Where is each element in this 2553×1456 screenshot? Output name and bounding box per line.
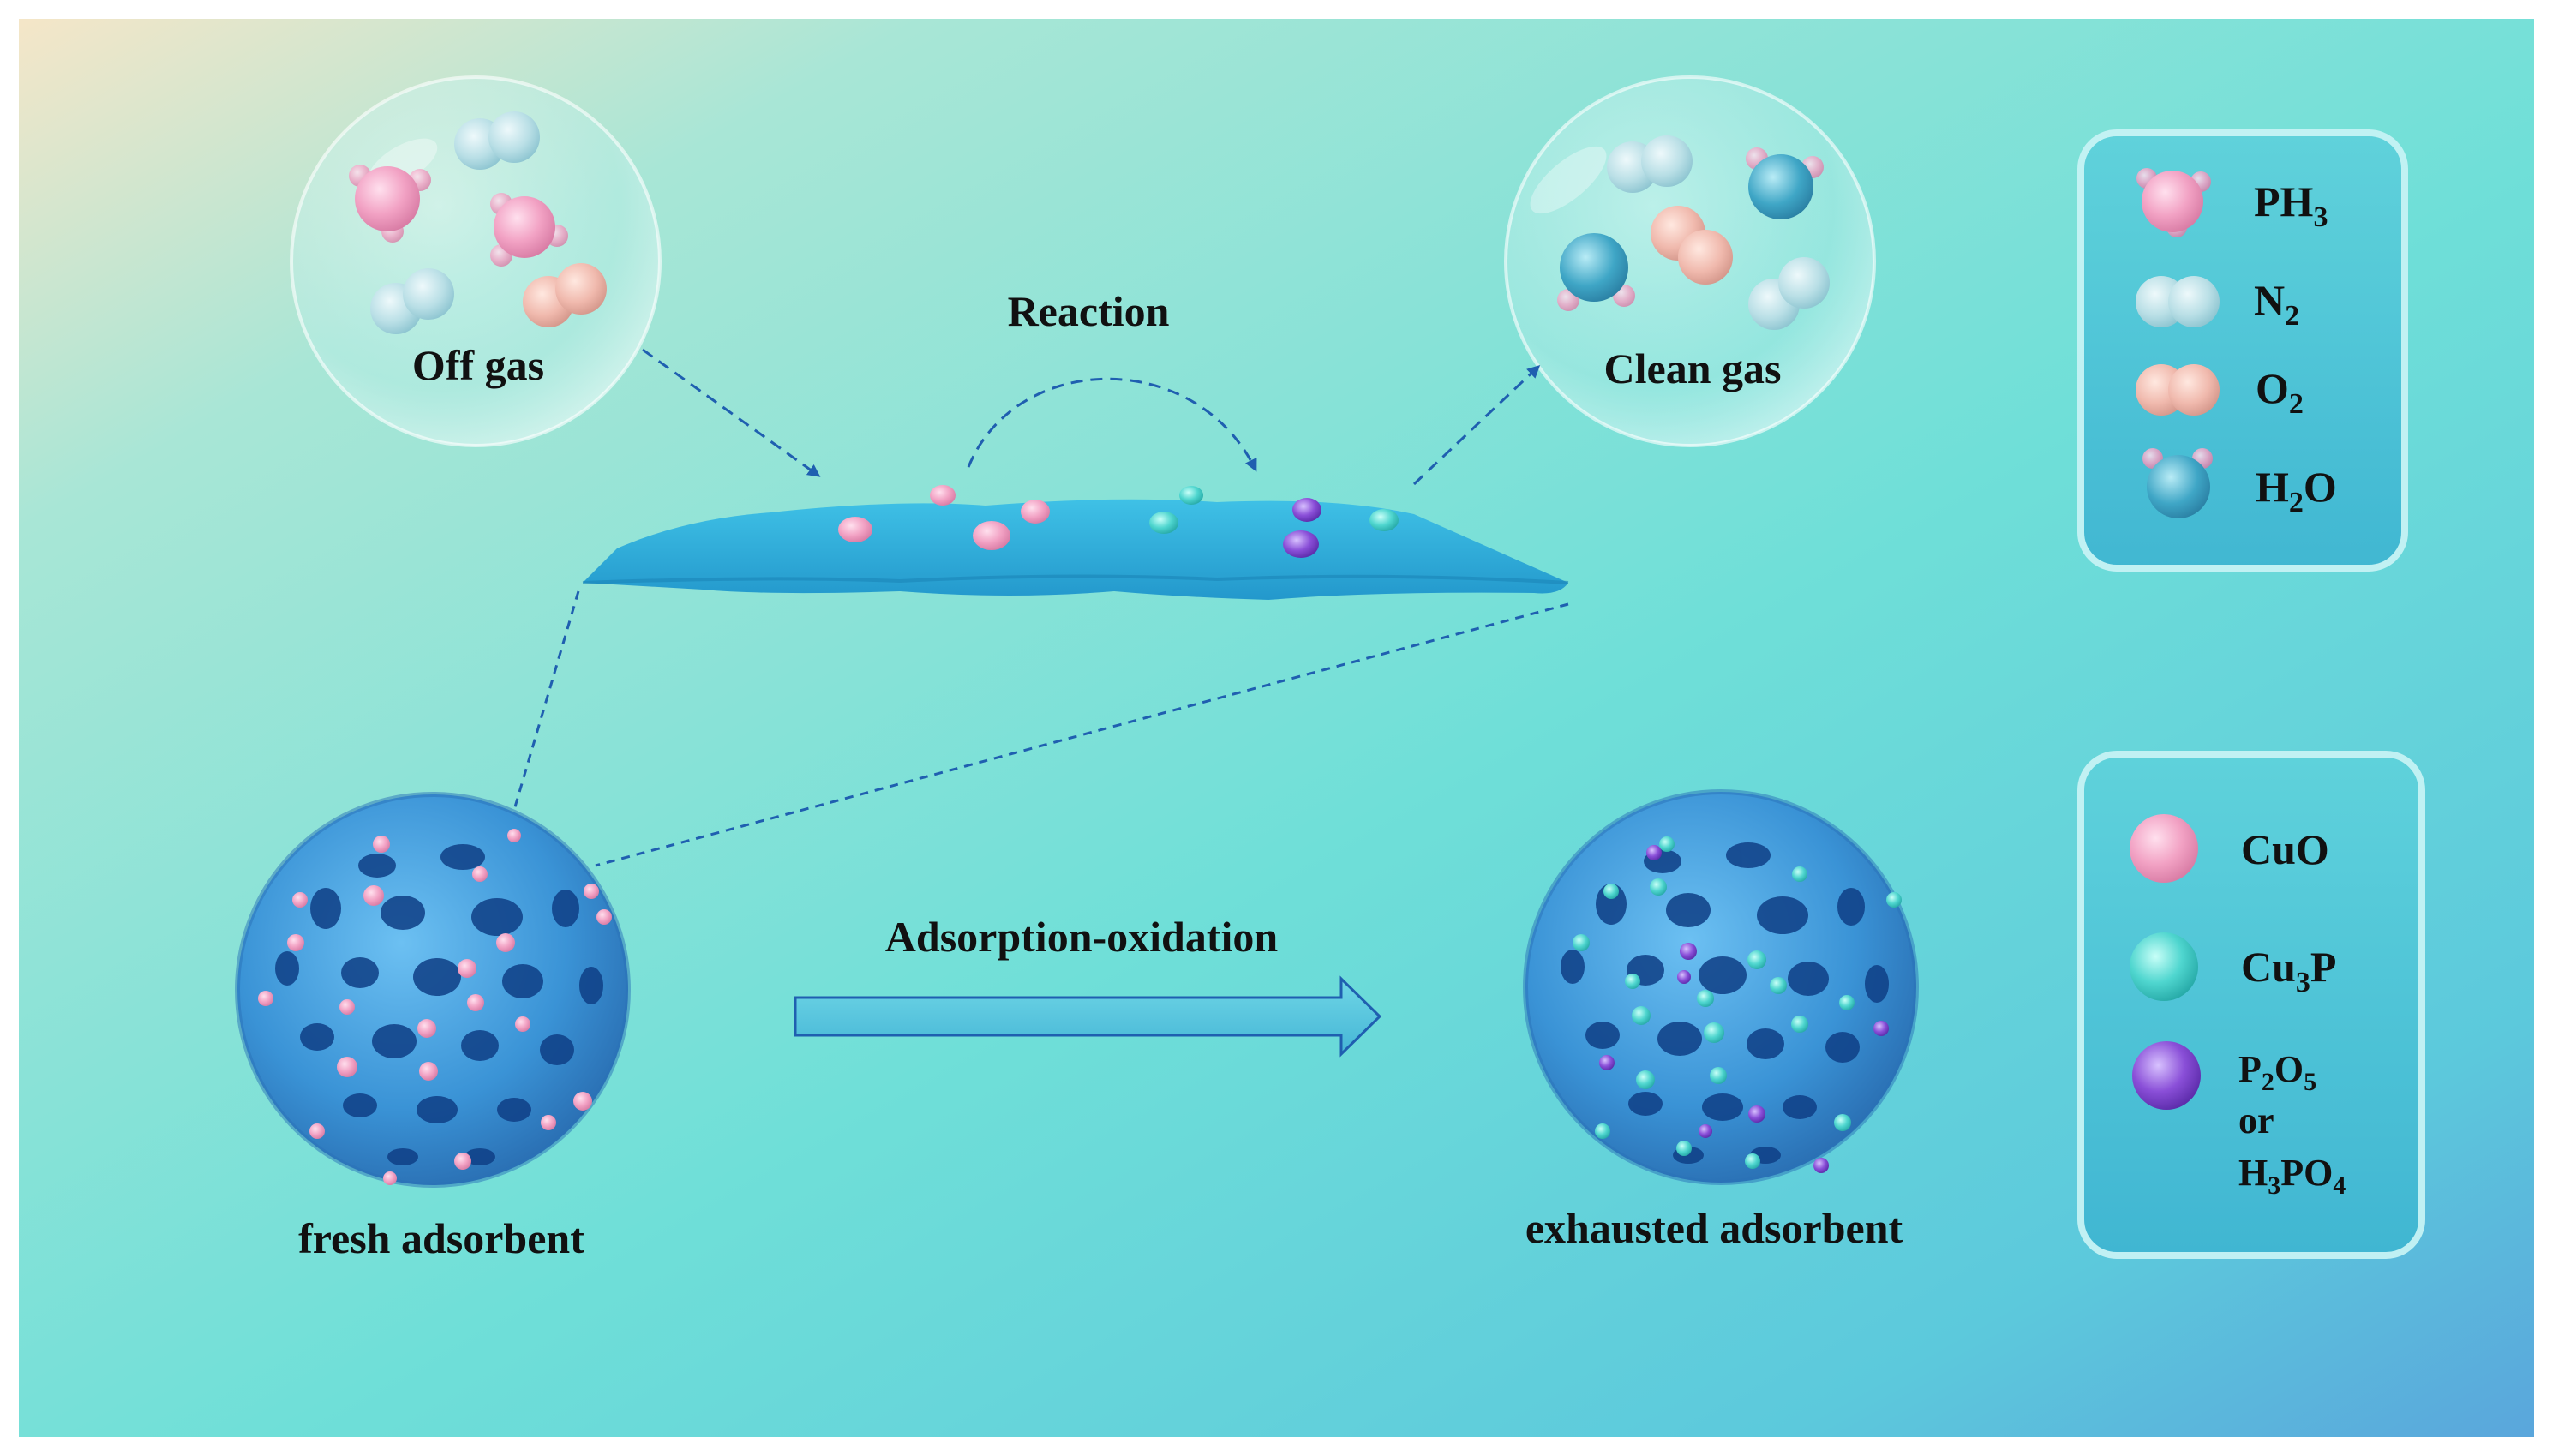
species-legend-box: CuO Cu3P P2O5 or H3PO4 — [2077, 751, 2425, 1259]
fresh-adsorbent-label: fresh adsorbent — [298, 1214, 584, 1262]
ph3-legend-label: PH3 — [2254, 177, 2328, 233]
ph3-molecule-icon — [490, 193, 568, 267]
cuo-legend-label: CuO — [2241, 825, 2329, 873]
o2-molecule-icon — [1651, 206, 1733, 285]
p2o5-particle — [1283, 530, 1319, 558]
h2o-molecule-icon — [1557, 233, 1635, 311]
gas-legend-box: PH3 N2 O2 H2O — [2077, 129, 2408, 572]
h3po4-legend-label: H3PO4 — [2238, 1152, 2346, 1200]
or-legend-label: or — [2238, 1099, 2274, 1141]
ph3-molecule-icon — [349, 165, 431, 243]
cuo-particle — [973, 521, 1010, 550]
n2-molecule-icon — [2136, 276, 2220, 327]
pores — [1561, 842, 1889, 1164]
h2o-molecule-icon — [2142, 448, 2213, 518]
adsorption-oxidation-arrow — [794, 975, 1382, 1058]
p2o5-legend-label: P2O5 — [2238, 1048, 2316, 1096]
n2-legend-label: N2 — [2254, 276, 2299, 332]
o2-molecule-icon — [523, 263, 607, 327]
off-gas-label: Off gas — [412, 341, 544, 389]
n2-molecule-icon — [454, 111, 540, 170]
ph3-molecule-icon — [2136, 168, 2211, 237]
n2-molecule-icon — [370, 268, 454, 334]
zoom-line-left — [512, 590, 580, 811]
reaction-label: Reaction — [1008, 287, 1170, 335]
cu3p-particle — [1179, 486, 1203, 505]
pores — [275, 844, 603, 1165]
adsorbent-surface-sheet — [582, 499, 1569, 600]
cuo-particle — [930, 485, 956, 506]
cu3p-particle — [1369, 509, 1399, 531]
off-gas-bubble: Off gas — [290, 75, 662, 447]
surface-particles — [838, 485, 1399, 558]
h2o-legend-label: H2O — [2256, 463, 2337, 518]
cuo-dots — [258, 829, 612, 1185]
exhausted-adsorbent-label: exhausted adsorbent — [1525, 1204, 1903, 1252]
cuo-sphere-icon — [2130, 814, 2198, 883]
cu3p-sphere-icon — [2130, 932, 2198, 1001]
cu3p-legend-label: Cu3P — [2241, 943, 2336, 998]
off-gas-inflow-arrow — [642, 348, 821, 477]
o2-legend-label: O2 — [2256, 364, 2304, 420]
cu3p-particle — [1149, 512, 1178, 534]
cuo-particle — [1021, 500, 1050, 524]
zoom-line-right — [595, 602, 1569, 867]
adsorption-oxidation-label: Adsorption-oxidation — [885, 913, 1279, 961]
p2o5-particle — [1292, 498, 1321, 522]
clean-gas-outflow-arrow — [1412, 364, 1541, 486]
cu3p-dots — [1573, 836, 1902, 1169]
o2-molecule-icon — [2136, 364, 2220, 416]
p2o5-h3po4-sphere-icon — [2132, 1041, 2201, 1110]
clean-gas-label: Clean gas — [1604, 345, 1782, 392]
p2o5-dots — [1599, 845, 1889, 1173]
n2-molecule-icon — [1607, 135, 1693, 193]
n2-molecule-icon — [1748, 257, 1830, 330]
cuo-particle — [838, 517, 872, 542]
h2o-molecule-icon — [1746, 147, 1824, 219]
reaction-arrow — [967, 377, 1257, 472]
fresh-adsorbent-sphere: fresh adsorbent — [235, 792, 631, 1262]
exhausted-adsorbent-sphere: exhausted adsorbent — [1523, 789, 1919, 1252]
clean-gas-bubble: Clean gas — [1504, 75, 1876, 447]
